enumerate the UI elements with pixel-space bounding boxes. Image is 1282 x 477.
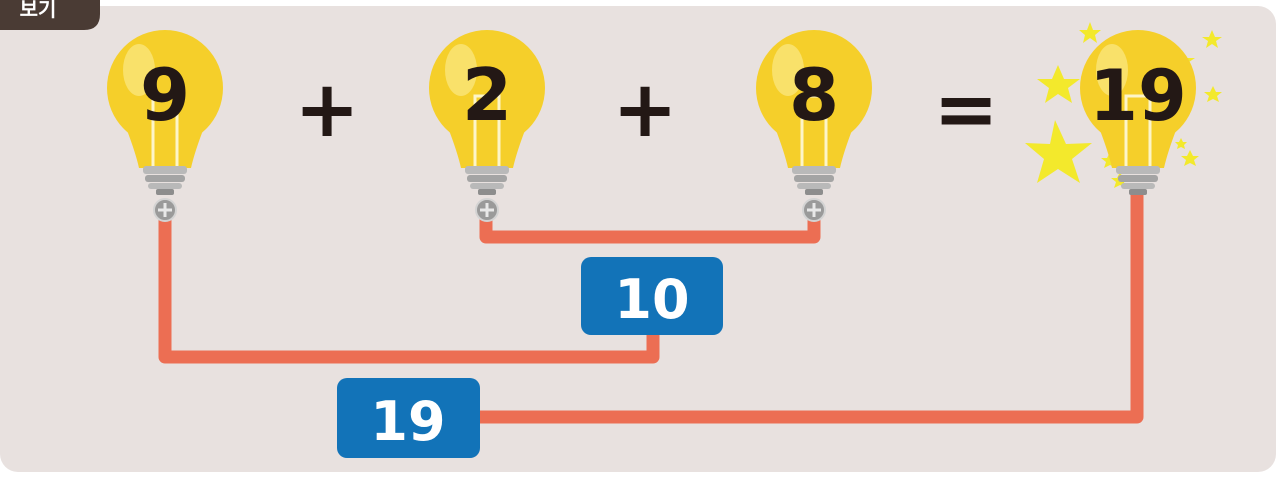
- wires: [158, 188, 1144, 424]
- star-icon: [1025, 120, 1092, 183]
- bulb-number: 8: [789, 53, 839, 137]
- bulb-number: 19: [1089, 55, 1186, 137]
- wire-19-to-result: [463, 188, 1144, 424]
- star-icon: [1181, 150, 1199, 166]
- header-tab: 보기: [0, 0, 100, 30]
- plus-operator: +: [294, 65, 359, 155]
- bulbs: 9 2 8 19: [107, 30, 1196, 222]
- lightbulb-icon: 9: [107, 30, 223, 222]
- lightbulb-icon: 8: [756, 30, 872, 222]
- star-icon: [1202, 30, 1222, 48]
- operators: + + =: [294, 65, 998, 155]
- star-icon: [1204, 86, 1222, 102]
- equals-operator: =: [933, 65, 998, 155]
- plus-operator: +: [612, 65, 677, 155]
- star-icon: [1079, 22, 1101, 43]
- bulb-number: 2: [462, 53, 512, 137]
- header-tab-label: 보기: [20, 0, 57, 21]
- lightbulb-icon: 2: [429, 30, 545, 222]
- bulb-number: 9: [140, 53, 190, 137]
- lightbulb-icon: 19: [1080, 30, 1196, 195]
- partial-sum-box: 10: [581, 257, 723, 335]
- partial-sum-value: 10: [614, 268, 689, 331]
- star-icon: [1037, 65, 1080, 103]
- total-sum-value: 19: [370, 390, 445, 453]
- wire-9-to-10: [158, 207, 660, 364]
- total-sum-box: 19: [337, 378, 480, 458]
- star-icon: [1175, 138, 1187, 149]
- wire-2-to-8: [479, 207, 821, 244]
